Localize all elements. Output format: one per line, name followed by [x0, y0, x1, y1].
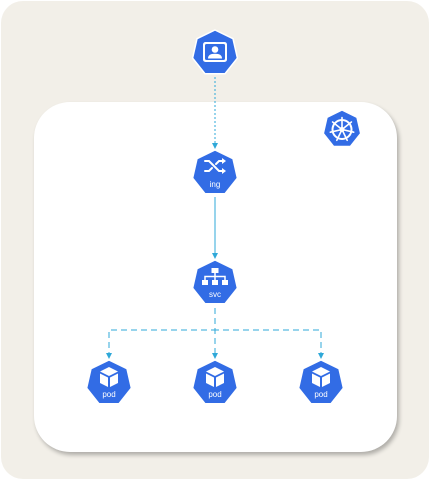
edge-service-to-pod-3	[214, 308, 324, 359]
cube-icon	[191, 359, 239, 405]
shuffle-arrows-icon	[191, 149, 239, 195]
pod-node-3[interactable]: pod	[297, 359, 345, 407]
pod-node-1[interactable]: pod	[85, 359, 133, 407]
cube-icon	[297, 359, 345, 405]
ingress-node-label: ing	[209, 180, 221, 189]
kubernetes-wheel-icon	[322, 109, 362, 148]
network-hierarchy-icon	[191, 259, 239, 305]
pod-node-1-label: pod	[102, 390, 116, 399]
kubernetes-logo	[322, 109, 362, 149]
pod-node-2-label: pod	[208, 390, 222, 399]
service-node[interactable]: svc	[191, 259, 239, 307]
ingress-node[interactable]: ing	[191, 149, 239, 197]
pod-node-2[interactable]: pod	[191, 359, 239, 407]
user-node[interactable]	[191, 29, 239, 77]
cube-icon	[85, 359, 133, 405]
service-node-label: svc	[209, 290, 221, 299]
pod-node-3-label: pod	[314, 390, 328, 399]
edge-service-to-pod-1	[106, 308, 216, 359]
user-icon	[191, 29, 239, 75]
